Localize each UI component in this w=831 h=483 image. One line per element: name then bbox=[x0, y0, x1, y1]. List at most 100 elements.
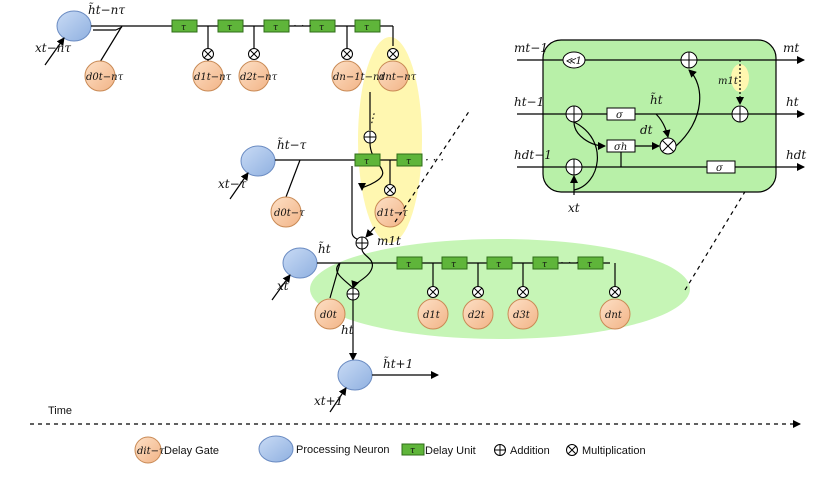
addition-icon bbox=[680, 51, 698, 69]
h-tilde-cell: h̃t bbox=[650, 91, 663, 107]
delay-unit bbox=[441, 256, 468, 270]
legend-addition-label: Addition bbox=[510, 445, 550, 457]
tau-label: τ bbox=[406, 157, 412, 167]
tau-label: τ bbox=[406, 260, 412, 270]
tau-label: τ bbox=[364, 157, 370, 167]
addition-icon bbox=[363, 130, 377, 144]
legend-multiplication-icon bbox=[566, 444, 578, 456]
gate-label: d2t−nτ bbox=[240, 72, 278, 83]
multiplication-icon bbox=[427, 286, 439, 298]
addition-icon bbox=[731, 105, 749, 123]
time-label: Time bbox=[48, 405, 72, 417]
gate-label: d1t−nτ bbox=[194, 72, 232, 83]
processing-neuron bbox=[282, 247, 318, 279]
h-t-label: ht bbox=[341, 323, 354, 337]
highlight-ellipse-yellow bbox=[358, 37, 422, 243]
tau-label: τ bbox=[364, 23, 370, 33]
d-t-cell: dt bbox=[640, 123, 653, 137]
delay-gate bbox=[374, 196, 406, 228]
svg-text:σh: σh bbox=[614, 142, 627, 153]
h-prev: ht−1 bbox=[514, 95, 544, 109]
vertical-ellipsis: ⋮ bbox=[366, 111, 378, 125]
h-tilde-t: h̃t bbox=[318, 240, 331, 256]
h-tilde-t-tau: h̃t−τ bbox=[277, 136, 307, 152]
tau-label: τ bbox=[227, 23, 233, 33]
hd-out: hdt bbox=[786, 148, 806, 162]
x-t-tau: xt−τ bbox=[218, 177, 247, 191]
gate-label: d0t bbox=[320, 310, 338, 321]
gate-label: dnt bbox=[605, 310, 623, 321]
delay-unit bbox=[396, 153, 423, 167]
row-t-minus-ntau bbox=[44, 10, 394, 66]
tau-label: τ bbox=[496, 260, 502, 270]
processing-neuron bbox=[337, 359, 373, 391]
delay-unit bbox=[263, 19, 290, 33]
delay-unit bbox=[486, 256, 513, 270]
delay-gate bbox=[462, 298, 494, 330]
delay-unit bbox=[396, 256, 423, 270]
shift-gate: ≪1 bbox=[562, 51, 586, 69]
row1-gates bbox=[84, 26, 409, 92]
delay-gate bbox=[507, 298, 539, 330]
addition-icon bbox=[355, 236, 369, 250]
h-out: ht bbox=[786, 95, 799, 109]
ellipsis: · · · bbox=[425, 153, 444, 167]
multiplication-icon bbox=[248, 48, 260, 60]
delay-unit bbox=[354, 19, 381, 33]
tau-label: τ bbox=[273, 23, 279, 33]
lstm-cell-zoom: ≪1 σ σh σ bbox=[517, 39, 805, 195]
delay-gate bbox=[331, 60, 363, 92]
multiplication-icon bbox=[387, 48, 399, 60]
delay-unit bbox=[532, 256, 559, 270]
svg-text:≪1: ≪1 bbox=[565, 56, 582, 67]
ellipsis: · · · bbox=[293, 19, 312, 33]
delay-unit bbox=[171, 19, 198, 33]
legend-delay-unit-symbol: τ bbox=[410, 446, 416, 456]
x-t-plus-1: xt+1 bbox=[314, 394, 343, 408]
legend-multiplication-label: Multiplication bbox=[582, 445, 646, 457]
delay-unit bbox=[577, 256, 604, 270]
row-t: τ τ τ τ τ · · · bbox=[271, 247, 631, 330]
m1-cell: m1t bbox=[718, 76, 739, 87]
x-t-cell: xt bbox=[568, 201, 580, 215]
processing-neuron bbox=[240, 145, 276, 177]
delay-gate bbox=[270, 196, 302, 228]
multiplication-icon bbox=[659, 137, 677, 155]
tau-label: τ bbox=[181, 23, 187, 33]
gate-label: d2t bbox=[468, 310, 486, 321]
gate-label: d0t−τ bbox=[274, 208, 305, 219]
x-t-ntau: xt−nτ bbox=[35, 41, 71, 55]
svg-text:σ: σ bbox=[616, 110, 624, 121]
gate-label: dnt−nτ bbox=[379, 72, 417, 83]
multiplication-icon bbox=[472, 286, 484, 298]
cell-background bbox=[542, 39, 777, 193]
legend-delay-unit-icon bbox=[401, 443, 425, 456]
multiplication-icon bbox=[609, 286, 621, 298]
ellipsis: · · · bbox=[560, 256, 579, 270]
tau-label: τ bbox=[451, 260, 457, 270]
m-out: mt bbox=[783, 41, 799, 55]
gate-label: d1t−τ bbox=[377, 208, 408, 219]
multiplication-icon bbox=[517, 286, 529, 298]
gate-label: d3t bbox=[513, 310, 531, 321]
sigma-box bbox=[706, 160, 736, 174]
addition-icon bbox=[565, 105, 583, 123]
h-tilde-t-plus-1: h̃t+1 bbox=[383, 355, 413, 371]
gate-label: dn−1t−nτ bbox=[333, 72, 385, 83]
row-t-minus-tau: τ τ · · · bbox=[229, 145, 444, 228]
delay-gate bbox=[84, 60, 116, 92]
legend-delay-gate-label: Delay Gate bbox=[164, 445, 219, 457]
gate-label: d0t−nτ bbox=[86, 72, 124, 83]
legend-neuron-label: Processing Neuron bbox=[296, 444, 390, 456]
delay-gate bbox=[377, 60, 409, 92]
m-prev: mt−1 bbox=[514, 41, 548, 55]
addition-icon bbox=[346, 287, 360, 301]
sigma-box bbox=[606, 107, 636, 121]
h-tilde-t-ntau: h̃t−nτ bbox=[88, 1, 125, 17]
addition-icon bbox=[565, 158, 583, 176]
m1-label: m1t bbox=[377, 234, 401, 248]
gate-label: d1t bbox=[423, 310, 441, 321]
delay-gate bbox=[599, 298, 631, 330]
tau-label: τ bbox=[587, 260, 593, 270]
